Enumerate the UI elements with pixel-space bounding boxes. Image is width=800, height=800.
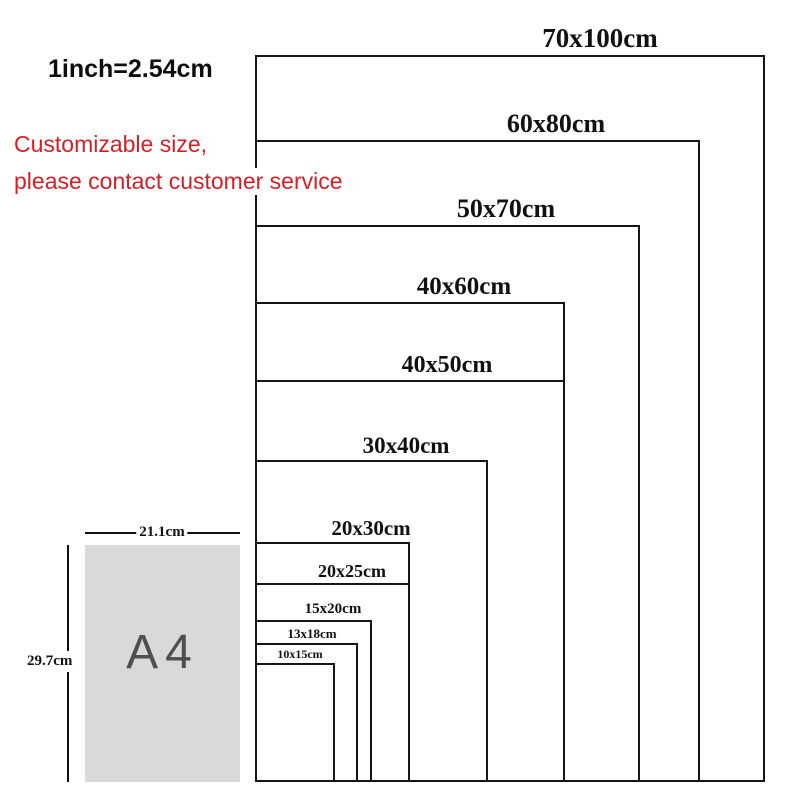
size-label-40x50cm: 40x50cm (399, 352, 495, 378)
size-label-60x80cm: 60x80cm (504, 109, 608, 138)
size-label-70x100cm: 70x100cm (540, 23, 660, 53)
a4-width-label: 21.1cm (136, 524, 188, 541)
size-label-50x70cm: 50x70cm (454, 194, 558, 223)
size-label-10x15cm: 10x15cm (275, 647, 325, 661)
size-rect-10x15cm (255, 663, 335, 782)
size-label-40x60cm: 40x60cm (414, 273, 514, 300)
a4-reference-sheet: A4 (85, 545, 240, 782)
size-label-13x18cm: 13x18cm (285, 626, 339, 641)
inch-conversion-note: 1inch=2.54cm (48, 55, 213, 83)
customizable-notice-line2: please contact customer service (14, 168, 346, 195)
a4-label: A4 (126, 626, 199, 679)
size-label-20x30cm: 20x30cm (329, 516, 413, 540)
customizable-notice-line1: Customizable size, (14, 131, 211, 158)
size-label-20x25cm: 20x25cm (316, 561, 388, 581)
a4-height-label: 29.7cm (24, 651, 76, 672)
size-label-30x40cm: 30x40cm (360, 433, 452, 458)
size-label-15x20cm: 15x20cm (302, 601, 364, 617)
